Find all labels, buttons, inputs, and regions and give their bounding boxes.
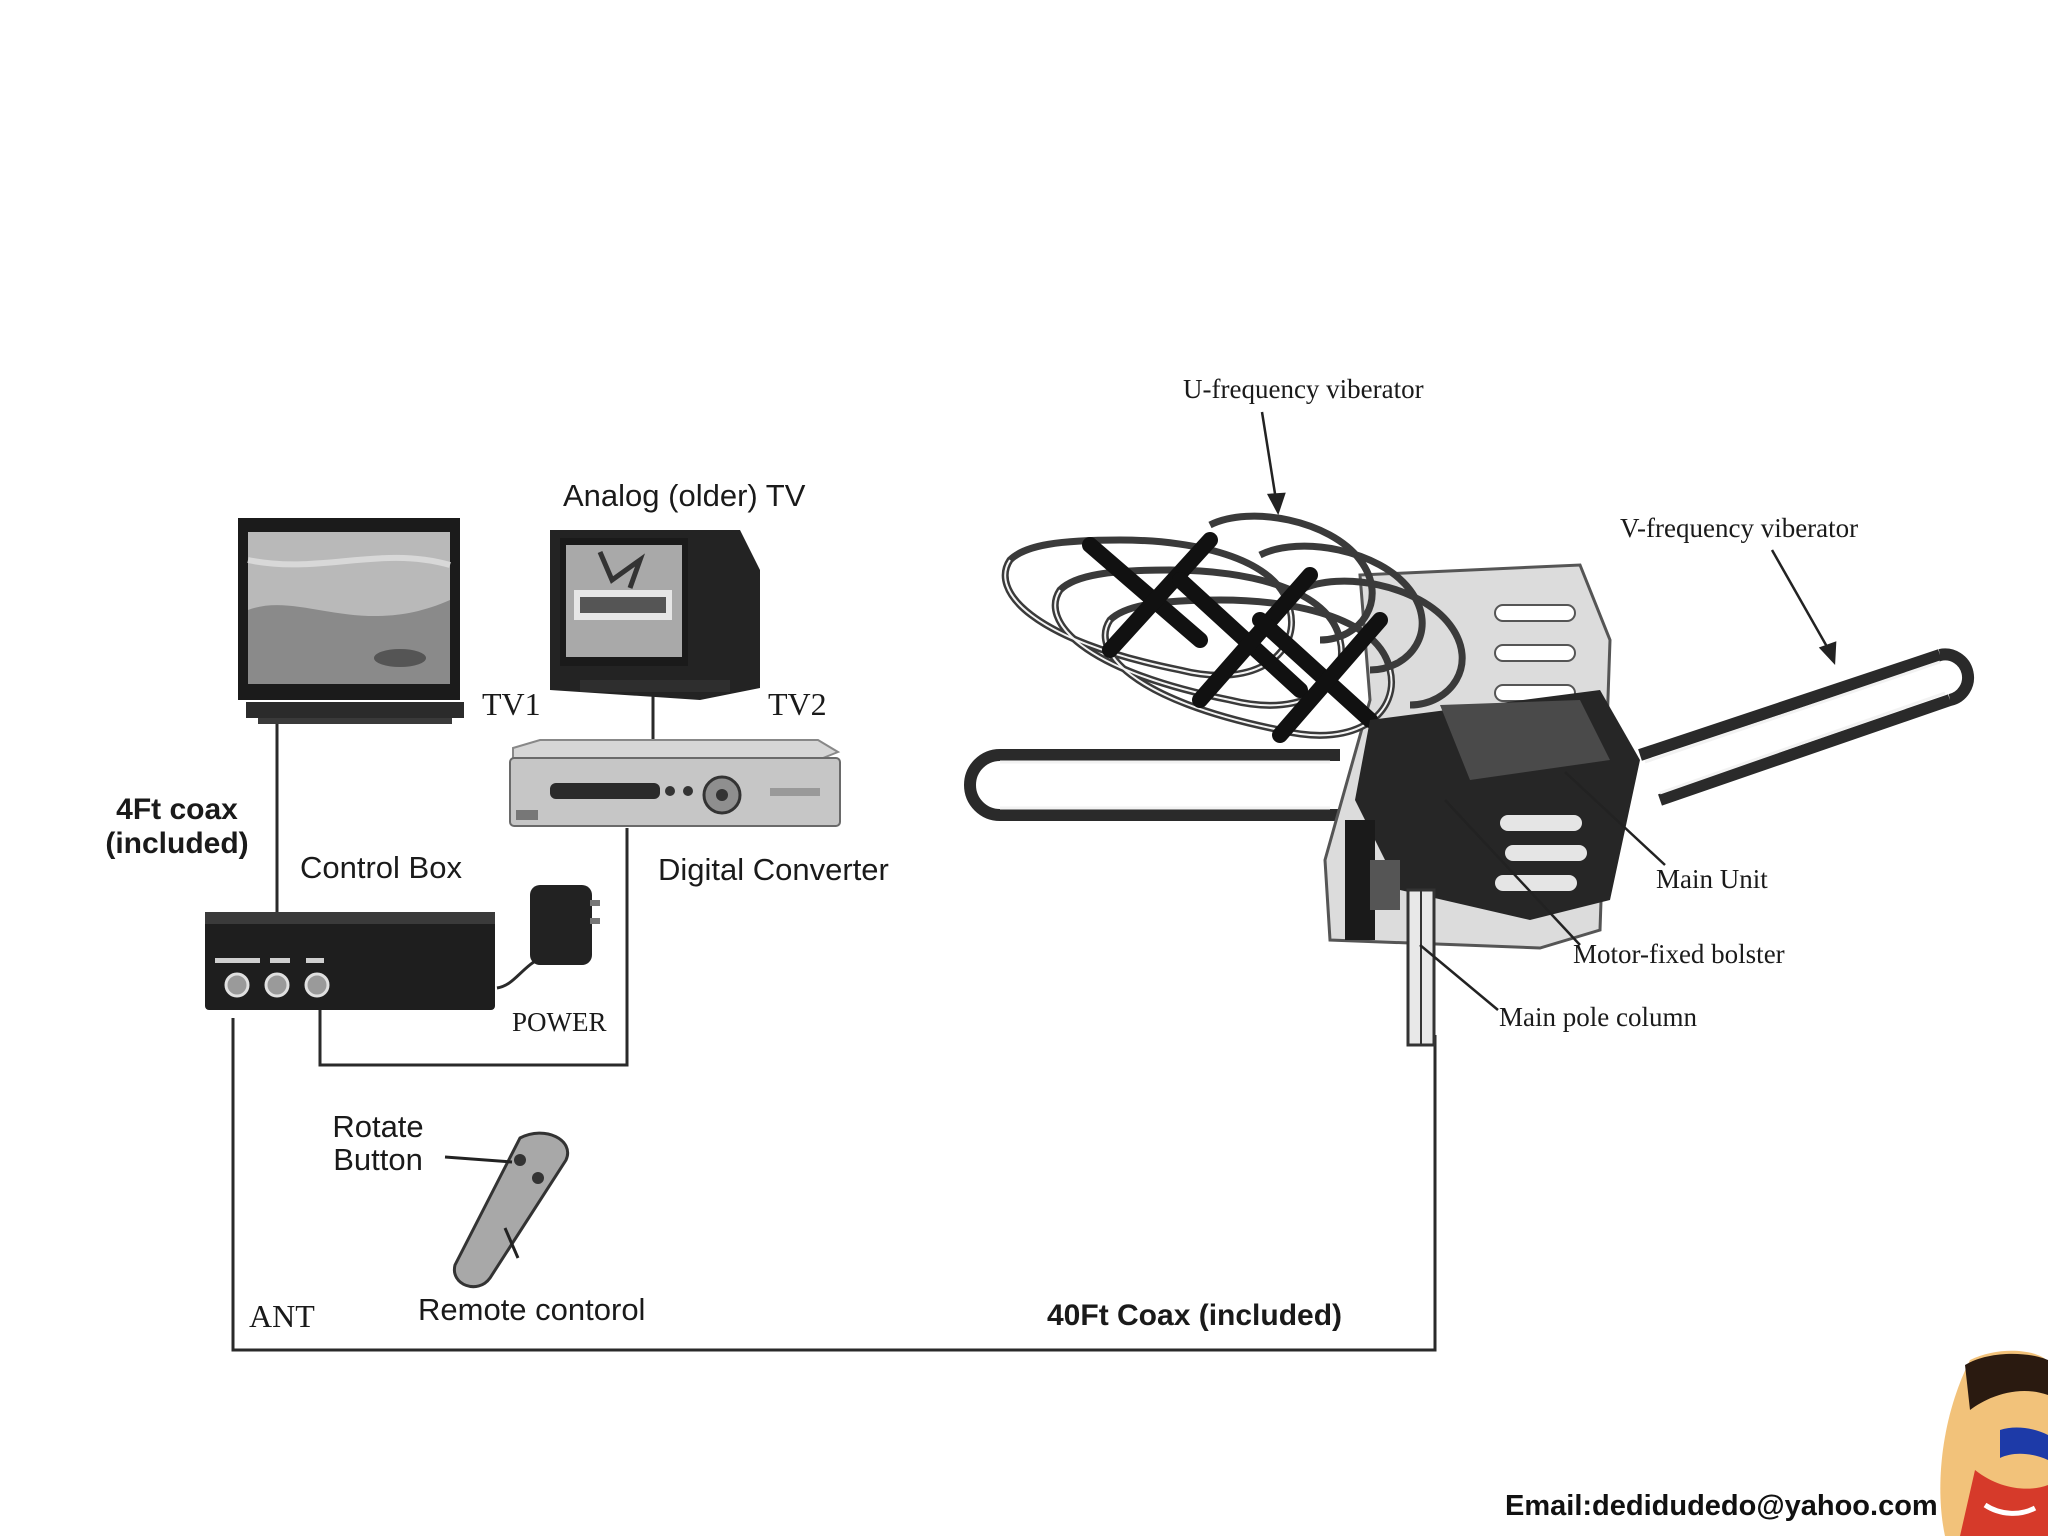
converter-cable <box>318 828 629 1067</box>
u-frequency-label: U-frequency viberator <box>1183 374 1424 404</box>
antenna-assembly <box>964 512 1975 1047</box>
callout-arrows <box>1260 411 1837 1011</box>
tv1-flatscreen <box>238 518 464 724</box>
rotate-button-line1: Rotate <box>332 1109 424 1144</box>
control-box-device <box>205 912 495 1010</box>
power-label: POWER <box>512 1007 607 1037</box>
motor-bolster-label: Motor-fixed bolster <box>1573 939 1785 969</box>
contact-email: Email:dedidudedo@yahoo.com <box>1505 1490 1938 1522</box>
main-unit-label: Main Unit <box>1656 864 1768 894</box>
main-pole-label: Main pole column <box>1499 1002 1697 1032</box>
digital-converter-label: Digital Converter <box>658 852 889 887</box>
coax-4ft-line2: (included) <box>105 827 249 860</box>
coax-4ft-line1: 4Ft coax <box>116 793 238 826</box>
digital-converter-box <box>509 739 841 827</box>
remote-control-device <box>444 1131 570 1289</box>
rotate-button-line2: Button <box>333 1142 423 1177</box>
tv2-analog-crt <box>550 530 760 700</box>
coax-40ft-cable <box>231 1018 1437 1352</box>
power-adapter <box>530 885 600 965</box>
rotate-button-label: Rotate Button <box>318 1110 438 1176</box>
control-box-label: Control Box <box>300 850 462 885</box>
tv2-label: TV2 <box>768 686 827 722</box>
coax-4ft-label: 4Ft coax (included) <box>92 793 262 861</box>
ant-label: ANT <box>249 1298 315 1334</box>
tv1-label: TV1 <box>482 686 541 722</box>
remote-control-label: Remote contorol <box>418 1292 646 1327</box>
analog-tv-label: Analog (older) TV <box>563 478 806 513</box>
coax-40ft-label: 40Ft Coax (included) <box>1047 1299 1343 1332</box>
v-frequency-label: V-frequency viberator <box>1620 513 1859 543</box>
avatar-logo <box>1940 1350 2048 1536</box>
